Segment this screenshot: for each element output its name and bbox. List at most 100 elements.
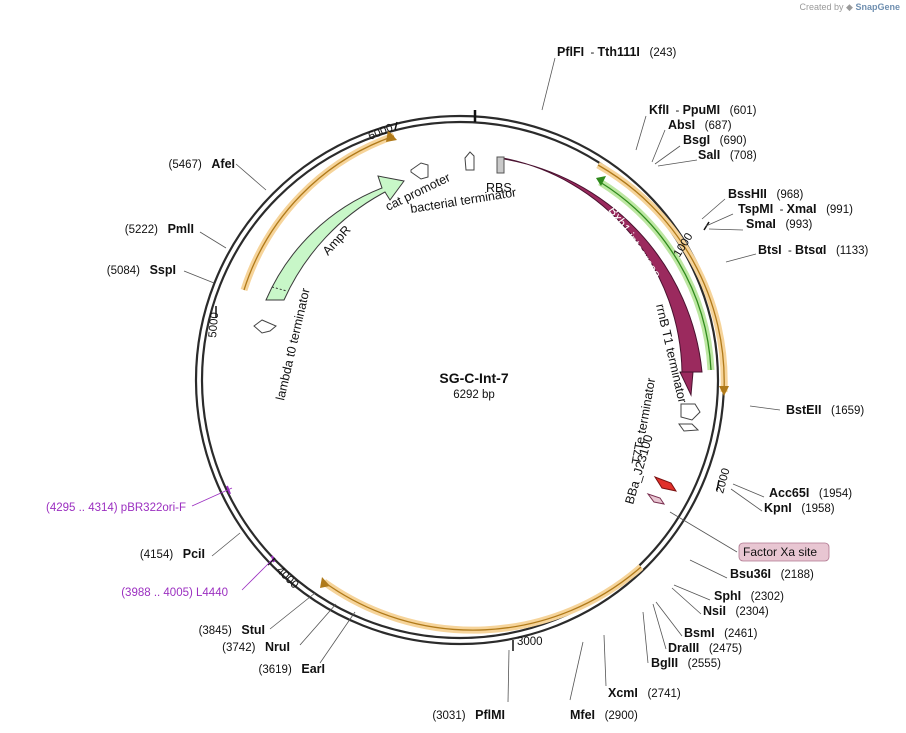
plasmid-name: SG-C-Int-7 [439,370,508,386]
orf-arc-right-inner-head [596,176,606,186]
restriction-site-label: AbsI (687) [668,118,732,132]
enzyme-name: DraIII [668,641,699,655]
restriction-site-label: XcmI (2741) [608,686,681,700]
enzyme-name: NruI [265,640,290,654]
site-position: (2461) [715,628,758,640]
rrnb-t1-terminator-feature [680,403,701,421]
enzyme-name: BsmI [684,626,715,640]
restriction-site-label: BsmI (2461) [684,626,758,640]
restriction-site-label: BsgI (690) [683,133,747,147]
restriction-site-label: PflFI - Tth111I (243) [557,45,677,59]
tick-label-2000: 2000 [714,467,732,495]
enzyme-name: TspMI [738,202,773,216]
site-position: Factor Xa site [743,545,817,559]
enzyme-name: SalI [698,148,720,162]
site-position: (1954) [809,488,852,500]
feature-label-bxb1-integrase: Bxb1 integrase [606,204,664,281]
restriction-site-label: Bsu36I (2188) [730,567,814,581]
t7te-terminator-feature [678,423,700,432]
tick-label-5000: 5000 [207,312,221,339]
restriction-site-label: BtsI - BtsαI (1133) [758,243,869,257]
site-position: (3031) [432,710,475,722]
ampr-feature [265,175,405,301]
enzyme-name: EarI [301,662,325,676]
site-position: (243) [640,47,677,59]
site-position: (687) [695,120,732,132]
site-position: (690) [710,135,747,147]
feature-label-lambda-t0-terminator: lambda t0 terminator [273,287,312,402]
enzyme-name: NsiI [703,604,726,618]
snapgene-credit: Created by ◆ SnapGene [800,2,901,13]
site-position: (3742) [222,642,265,654]
enzyme-name: KpnI [764,501,792,515]
enzyme-name: StuI [241,623,265,637]
enzyme-name: PmlI [168,222,194,236]
enzyme-name: KflI [649,103,669,117]
factor-xa-site-box [738,542,830,562]
restriction-site-label: KpnI (1958) [764,501,835,515]
restriction-site-label: BglII (2555) [651,656,721,670]
site-position: (2188) [771,569,814,581]
factor-xa-site-label: Factor Xa site [743,545,817,559]
enzyme-name: BtsI [758,243,782,257]
orf-arc-bottom [321,564,644,634]
enzyme-name: XmaI [787,202,817,216]
enzyme-name: PflMI [475,708,505,722]
restriction-site-labels: PflFI - Tth111I (243)KflI - PpuMI (601)A… [107,45,869,722]
snapgene-logo-icon: ◆ [846,2,853,12]
site-position: (1958) [792,503,835,515]
orf-arc-left [240,132,396,292]
restriction-site-label: (3031) PflMI [432,708,505,722]
enzyme-name: PciI [183,547,205,561]
restriction-site-label: TspMI - XmaI (991) [738,202,853,216]
site-position: (1133) [826,245,868,257]
site-position: (5222) [125,224,168,236]
site-position: (3619) [259,664,302,676]
credit-brand: SnapGene [855,2,900,12]
site-position: (3845) [199,625,242,637]
site-position: (968) [767,189,804,201]
enzyme-name: AbsI [668,118,695,132]
enzyme-name: SspI [150,263,176,277]
site-position: (1659) [821,405,864,417]
enzyme-name: SmaI [746,217,776,231]
site-position: (993) [776,219,813,231]
enzyme-name: SphI [714,589,741,603]
site-position: (2555) [678,658,721,670]
restriction-site-label: (3742) NruI [222,640,290,654]
restriction-site-label: Acc65I (1954) [769,486,852,500]
site-position: (5084) [107,265,150,277]
tick-label-3000: 3000 [517,636,543,648]
restriction-site-label: (5467) AfeI [169,157,235,171]
enzyme-name: BglII [651,656,678,670]
restriction-site-label: MfeI (2900) [570,708,638,722]
site-position: - [782,245,795,257]
orf-arc-right-outer-head [719,386,729,396]
enzyme-name: AfeI [211,157,235,171]
enzyme-name: MfeI [570,708,595,722]
restriction-site-label: SmaI (993) [746,217,812,231]
enzyme-name: BsgI [683,133,710,147]
enzyme-name: Bsu36I [730,567,771,581]
site-position: (2741) [638,688,681,700]
site-position: (4154) [140,549,183,561]
lambda-t0-terminator-feature [253,319,277,334]
site-position: - [669,105,682,117]
site-position: (708) [720,150,757,162]
restriction-site-label: KflI - PpuMI (601) [649,103,757,117]
primer-label-l4440: (3988 .. 4005) L4440 [121,587,228,599]
feature-label-rbs: RBS [486,181,512,195]
enzyme-name: XcmI [608,686,638,700]
restriction-site-label: (5222) PmlI [125,222,194,236]
restriction-site-label: (4154) PciI [140,547,205,561]
bxb1-integrase-feature [501,157,703,397]
restriction-site-label: DraIII (2475) [668,641,742,655]
site-position: (601) [720,105,757,117]
site-position: - [584,47,597,59]
bacterial-terminator-feature [464,151,475,171]
restriction-site-label: BstEII (1659) [786,403,864,417]
primer-label-pbr322ori-f: (4295 .. 4314) pBR322ori-F [46,502,186,514]
site-position: - [773,204,786,216]
enzyme-name: PflFI [557,45,584,59]
